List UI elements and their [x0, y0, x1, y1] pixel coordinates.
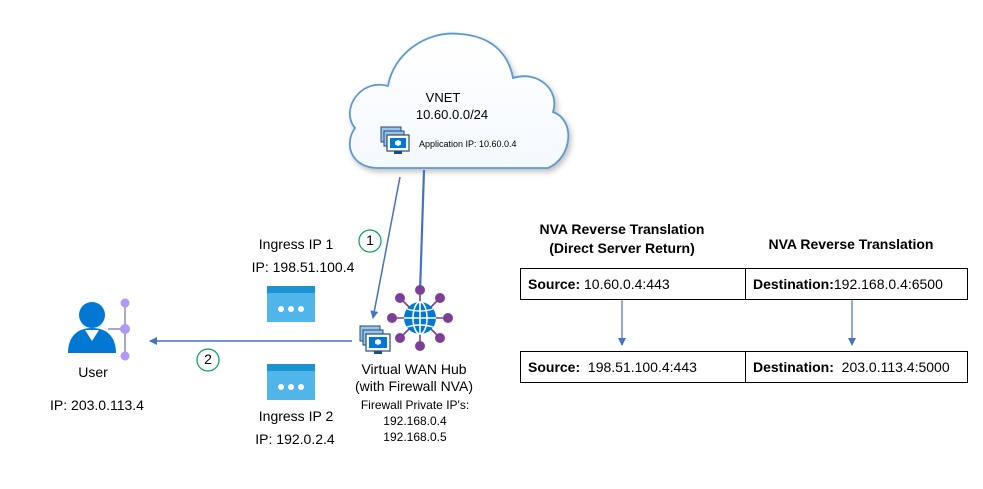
step-1-circle: [358, 229, 382, 253]
ingress-ip-1-icon: [267, 286, 315, 322]
vnet-name: VNET: [425, 90, 461, 105]
hub-title-line1: Virtual WAN Hub: [361, 361, 467, 377]
firewall-private-ip-2: 192.168.0.5: [383, 430, 447, 444]
row2-destination-key: Destination:: [753, 359, 834, 375]
user-icon: [68, 298, 130, 361]
ingress-ip-2-title: Ingress IP 2: [258, 408, 334, 424]
application-vm-icon: [380, 126, 410, 154]
firewall-private-ip-1: 192.168.0.4: [383, 414, 447, 428]
application-ip-label: Application IP: 10.60.0.4: [419, 139, 517, 149]
step-2-number: 2: [204, 351, 212, 367]
flow-arrow-1: [370, 176, 401, 319]
row2-source-key: Source:: [528, 359, 581, 375]
row2-source-cell: Source: 198.51.100.4:443: [520, 351, 746, 383]
row2-destination-cell: Destination: 203.0.113.4:5000: [745, 351, 968, 383]
step-1-number: 1: [366, 232, 374, 248]
virtual-wan-hub-icon: [387, 285, 453, 351]
ingress-ip-1-title: Ingress IP 1: [258, 236, 334, 252]
row1-source-cell: Source: 10.60.0.4:443: [520, 268, 746, 300]
row1-source-value: 10.60.0.4:443: [580, 276, 670, 292]
row1-destination-cell: Destination:192.168.0.4:6500: [745, 268, 968, 300]
row1-destination-key: Destination:: [753, 276, 834, 292]
firewall-vm-icon: [359, 325, 391, 354]
vnet-cidr: 10.60.0.0/24: [415, 107, 489, 122]
hub-vnet-connection-line: [418, 169, 426, 293]
user-ip: IP: 203.0.113.4: [50, 397, 144, 413]
ingress-ip-1-address: IP: 198.51.100.4: [251, 259, 355, 275]
hub-title-line2: (with Firewall NVA): [355, 378, 473, 394]
ingress-ip-2-icon: [267, 364, 315, 400]
step-2-circle: [196, 348, 220, 372]
ingress-ip-2-address: IP: 192.0.2.4: [255, 431, 335, 447]
left-heading-line1: NVA Reverse Translation: [539, 221, 705, 237]
firewall-private-ips-label: Firewall Private IP's:: [360, 398, 470, 412]
row2-destination-value: 203.0.113.4:5000: [833, 359, 950, 375]
row1-source-key: Source:: [528, 276, 581, 292]
user-label: User: [78, 364, 108, 380]
row2-source-value: 198.51.100.4:443: [580, 359, 697, 375]
row1-destination-value: 192.168.0.4:6500: [833, 276, 943, 292]
right-heading: NVA Reverse Translation: [768, 236, 934, 252]
left-heading-line2: (Direct Server Return): [549, 240, 695, 256]
